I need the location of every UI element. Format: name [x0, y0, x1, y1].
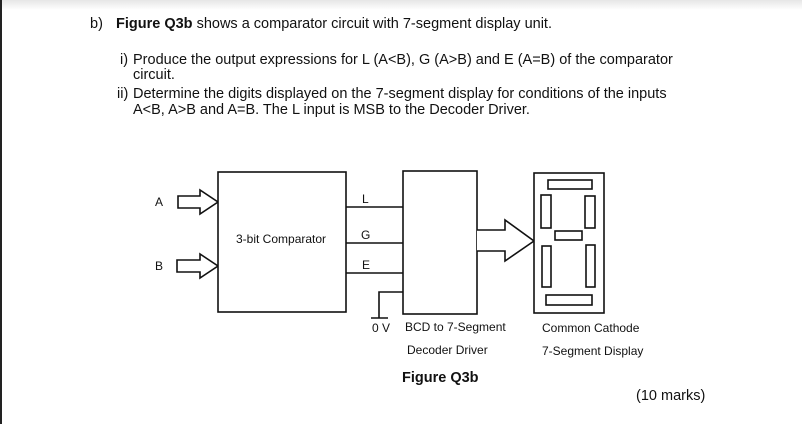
output-label-l: L [362, 192, 369, 206]
segment-f [540, 194, 552, 229]
input-arrow-a [177, 188, 220, 216]
item-ii-line2: A<B, A>B and A=B. The L input is MSB to … [133, 102, 530, 118]
segment-b [584, 195, 596, 229]
input-label-b: B [155, 259, 164, 273]
decoder-label-line2: Decoder Driver [407, 343, 488, 357]
item-i-line1: Produce the output expressions for L (A<… [133, 52, 673, 68]
item-i-label: i) [120, 52, 129, 68]
display-label-line1: Common Cathode [542, 321, 640, 335]
input-label-a: A [155, 195, 164, 209]
figure-caption: Figure Q3b [402, 370, 479, 386]
question-part-label: b) [90, 16, 103, 32]
segment-e [541, 245, 552, 288]
item-ii-label: ii) [117, 86, 129, 102]
ground-wire [378, 291, 403, 318]
output-label-g: G [361, 228, 371, 242]
question-intro: Figure Q3b shows a comparator circuit wi… [116, 16, 552, 33]
comparator-box [217, 171, 347, 313]
display-label-line2: 7-Segment Display [542, 344, 644, 358]
figure-reference: Figure Q3b [116, 16, 193, 32]
segment-c [585, 244, 596, 288]
segment-d [545, 294, 593, 306]
comparator-label: 3-bit Comparator [236, 232, 327, 246]
decoder-box [402, 170, 478, 315]
marks-label: (10 marks) [636, 388, 706, 404]
window-left-border [0, 0, 2, 424]
segment-g [554, 230, 583, 241]
item-ii-line1: Determine the digits displayed on the 7-… [133, 86, 667, 102]
input-arrow-b [176, 252, 220, 280]
output-label-e: E [362, 258, 371, 272]
segment-a [547, 179, 593, 190]
display-frame [533, 172, 605, 314]
ground-label: 0 V [372, 321, 391, 335]
bus-arrow [477, 218, 536, 263]
intro-text: shows a comparator circuit with 7-segmen… [192, 16, 552, 32]
decoder-label-line1: BCD to 7-Segment [405, 320, 506, 334]
item-i-line2: circuit. [133, 67, 175, 83]
window-top-shadow [2, 0, 802, 10]
